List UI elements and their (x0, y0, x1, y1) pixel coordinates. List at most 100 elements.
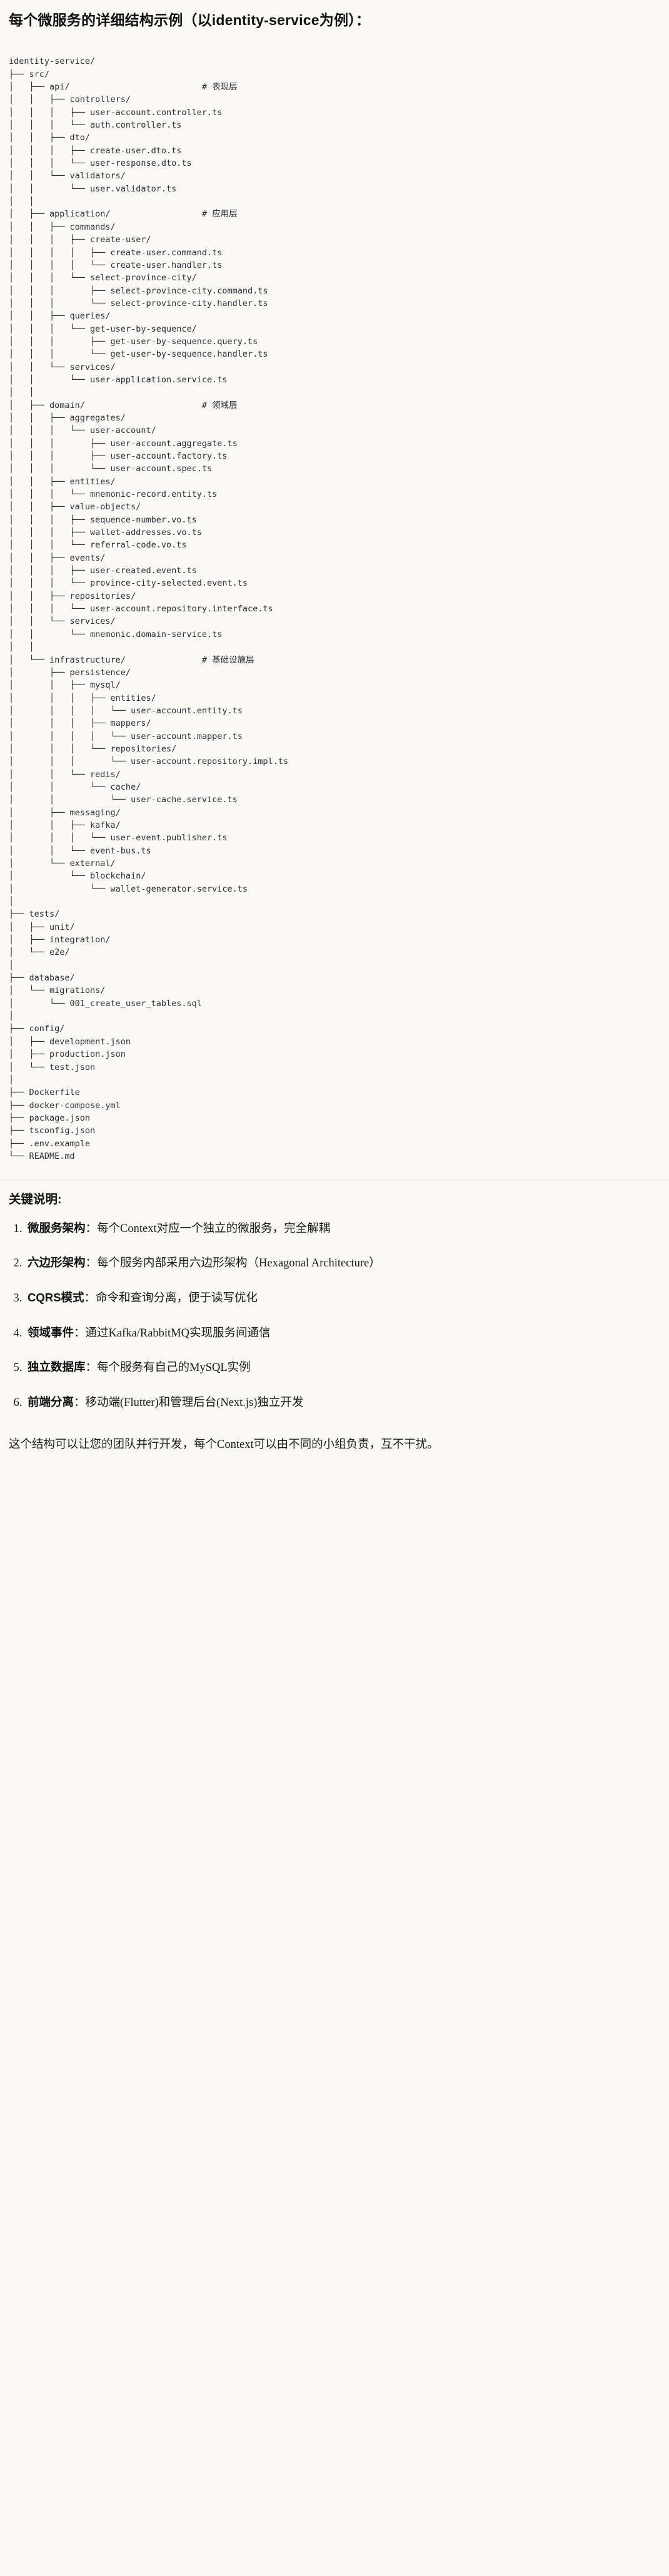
tree-line: │ │ │ ├── mappers/ (9, 718, 151, 729)
tree-line: ├── tests/ (9, 909, 60, 920)
tree-line: │ │ (9, 642, 34, 653)
tree-line: │ │ │ │ └── user-account.mapper.ts (9, 731, 243, 741)
tree-line: │ │ │ └── referral-code.vo.ts (9, 540, 187, 551)
tree-line: │ └── test.json (9, 1062, 96, 1072)
tree-line: │ ├── domain/ # 领域层 (9, 400, 238, 410)
tree-line: │ │ └── services/ (9, 616, 116, 627)
tree-line: └── README.md (9, 1151, 75, 1161)
tree-line: │ │ │ └── mnemonic-record.entity.ts (9, 489, 218, 500)
tree-line: │ │ │ │ └── user-account.entity.ts (9, 705, 243, 716)
tree-line: │ (9, 960, 14, 970)
tree-line: ├── .env.example (9, 1138, 91, 1149)
tree-line: │ │ ├── queries/ (9, 311, 111, 322)
tree-line: │ ├── production.json (9, 1049, 126, 1060)
tree-line: ├── config/ (9, 1024, 65, 1034)
key-note-term: 六边形架构 (28, 1256, 86, 1270)
tree-line: │ │ │ └── user-account.repository.impl.t… (9, 756, 289, 767)
tree-line: │ │ ├── controllers/ (9, 94, 131, 105)
tree-line: │ ├── application/ # 应用层 (9, 209, 238, 220)
tree-line: │ │ └── user-application.service.ts (9, 374, 228, 385)
key-note-term: 领域事件 (28, 1325, 74, 1339)
tree-line: │ │ ├── aggregates/ (9, 412, 126, 423)
tree-line: │ │ ├── repositories/ (9, 591, 136, 601)
key-note-item: 独立数据库：每个服务有自己的MySQL实例 (25, 1358, 660, 1377)
tree-line: │ │ │ ├── create-user.dto.ts (9, 145, 182, 156)
tree-line: │ │ │ └── user-account.repository.interf… (9, 604, 273, 614)
tree-line: │ │ │ └── select-province-city/ (9, 273, 197, 283)
tree-line: │ │ │ ├── user-account.factory.ts (9, 451, 228, 461)
tree-line: │ │ └── user.validator.ts (9, 183, 177, 194)
key-note-term: 微服务架构 (28, 1221, 86, 1235)
tree-line: │ └── wallet-generator.service.ts (9, 883, 248, 894)
tree-line: │ │ │ ├── sequence-number.vo.ts (9, 514, 197, 525)
tree-line: │ │ │ ├── entities/ (9, 693, 156, 703)
key-note-item: CQRS模式：命令和查询分离，便于读写优化 (25, 1289, 660, 1308)
tree-line: │ │ ├── dto/ (9, 133, 91, 143)
tree-line: │ └── 001_create_user_tables.sql (9, 998, 202, 1009)
tree-line: │ │ │ └── select-province-city.handler.t… (9, 298, 268, 308)
tree-line: │ │ ├── entities/ (9, 476, 116, 487)
tree-line: │ │ (9, 196, 34, 207)
key-note-item: 前端分离：移动端(Flutter)和管理后台(Next.js)独立开发 (25, 1393, 660, 1412)
key-note-body: ：移动端(Flutter)和管理后台(Next.js)独立开发 (74, 1396, 304, 1409)
key-note-body: ：命令和查询分离，便于读写优化 (84, 1291, 258, 1305)
tree-line: │ │ │ ├── select-province-city.command.t… (9, 285, 268, 296)
tree-line: │ │ └── cache/ (9, 781, 141, 792)
tree-line: identity-service/ (9, 56, 96, 67)
key-note-term: 前端分离 (28, 1395, 74, 1408)
tree-line: │ │ ├── commands/ (9, 221, 116, 232)
tree-line: ├── Dockerfile (9, 1087, 80, 1098)
key-note-item: 微服务架构：每个Context对应一个独立的微服务，完全解耦 (25, 1219, 660, 1238)
tree-line: │ │ │ └── province-city-selected.event.t… (9, 578, 248, 589)
tree-line: │ │ └── validators/ (9, 171, 126, 181)
document-page: 每个微服务的详细结构示例（以identity-service为例）： ident… (0, 0, 669, 1467)
tree-line: │ │ (9, 387, 34, 398)
tree-line: │ ├── unit/ (9, 922, 75, 932)
tree-line: ├── package.json (9, 1112, 91, 1123)
key-note-term: 独立数据库 (28, 1360, 86, 1374)
key-note-body: ：每个服务内部采用六边形架构（Hexagonal Architecture） (85, 1257, 381, 1270)
tree-line: │ │ │ └── get-user-by-sequence/ (9, 323, 197, 334)
key-note-body: ：通过Kafka/RabbitMQ实现服务间通信 (74, 1326, 271, 1340)
key-note-item: 六边形架构：每个服务内部采用六边形架构（Hexagonal Architectu… (25, 1254, 660, 1273)
tree-line: │ │ ├── events/ (9, 552, 106, 563)
tree-line: │ │ └── user-cache.service.ts (9, 795, 238, 805)
tree-line: │ ├── integration/ (9, 935, 111, 945)
tree-line: │ ├── persistence/ (9, 667, 131, 678)
tree-line: │ │ │ │ └── create-user.handler.ts (9, 260, 223, 270)
key-note-item: 领域事件：通过Kafka/RabbitMQ实现服务间通信 (25, 1324, 660, 1343)
tree-line: ├── src/ (9, 69, 50, 79)
tree-line: │ │ │ └── user-account/ (9, 425, 156, 436)
tree-line: │ │ │ └── auth.controller.ts (9, 120, 182, 131)
tree-line: │ │ │ └── get-user-by-sequence.handler.t… (9, 349, 268, 360)
tree-line: │ └── migrations/ (9, 985, 106, 996)
tree-line: │ └── blockchain/ (9, 871, 146, 882)
tree-line: │ └── infrastructure/ # 基础设施层 (9, 654, 254, 665)
tree-line: │ │ │ │ ├── create-user.command.ts (9, 247, 223, 258)
tree-line: │ │ │ ├── create-user/ (9, 235, 151, 245)
key-notes-section: 关键说明: 微服务架构：每个Context对应一个独立的微服务，完全解耦六边形架… (0, 1179, 669, 1432)
tree-line: │ (9, 1074, 14, 1085)
tree-line: │ │ │ ├── user-account.aggregate.ts (9, 438, 238, 449)
tree-line: │ │ │ └── user-response.dto.ts (9, 158, 192, 169)
tree-line: ├── docker-compose.yml (9, 1100, 121, 1111)
tree-line: │ │ ├── kafka/ (9, 820, 121, 830)
key-notes-heading: 关键说明: (9, 1193, 62, 1207)
directory-tree-code-block: identity-service/├── src/│ ├── api/ # 表现… (0, 41, 669, 1179)
tree-line: │ │ │ ├── wallet-addresses.vo.ts (9, 527, 202, 538)
tree-line: │ └── external/ (9, 858, 116, 868)
key-note-term: CQRS模式 (28, 1290, 84, 1304)
key-note-body: ：每个Context对应一个独立的微服务，完全解耦 (85, 1222, 331, 1235)
key-notes-list: 微服务架构：每个Context对应一个独立的微服务，完全解耦六边形架构：每个服务… (9, 1219, 660, 1412)
tree-line: │ │ │ ├── user-created.event.ts (9, 566, 197, 576)
tree-line: │ │ │ └── repositories/ (9, 743, 177, 754)
tree-line: │ (9, 1011, 14, 1022)
tree-line: ├── tsconfig.json (9, 1126, 96, 1136)
tree-line: │ │ └── services/ (9, 362, 116, 372)
page-title: 每个微服务的详细结构示例（以identity-service为例）： (9, 12, 371, 28)
tree-line: │ │ │ ├── get-user-by-sequence.query.ts (9, 336, 258, 347)
tree-line: │ ├── messaging/ (9, 807, 121, 818)
tree-line: │ │ │ └── user-account.spec.ts (9, 464, 213, 474)
tree-line: │ │ └── mnemonic.domain-service.ts (9, 629, 223, 639)
tree-line: │ │ ├── mysql/ (9, 680, 121, 691)
